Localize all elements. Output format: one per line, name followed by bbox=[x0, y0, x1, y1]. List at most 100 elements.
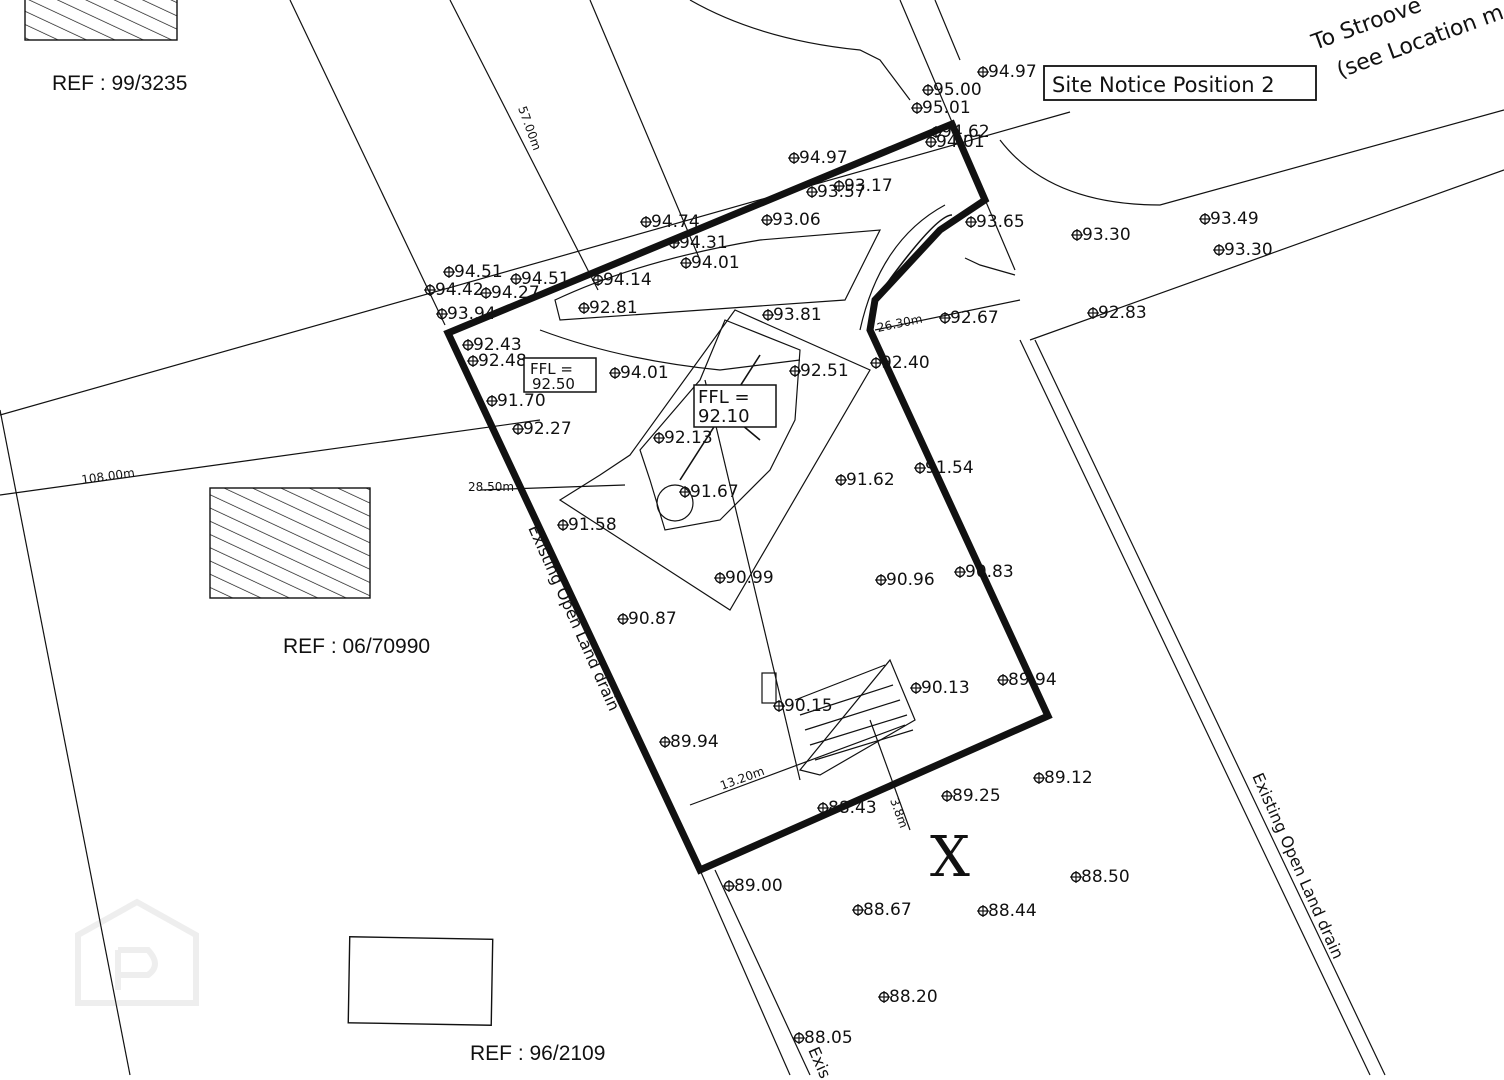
spot-level-2: 95.01 bbox=[911, 98, 971, 118]
spot-level-48: 88.43 bbox=[817, 798, 877, 818]
spot-level-36: 91.54 bbox=[914, 458, 974, 478]
spot-level-32: 92.27 bbox=[512, 419, 572, 439]
spot-level-label: 88.44 bbox=[988, 901, 1037, 921]
spot-level-13: 94.42 bbox=[424, 280, 484, 300]
spot-level-25: 92.67 bbox=[939, 308, 999, 328]
spot-level-26: 92.43 bbox=[462, 335, 522, 355]
road-edges bbox=[0, 0, 1504, 496]
spot-level-label: 94.14 bbox=[603, 270, 652, 290]
spot-level-label: 95.01 bbox=[922, 98, 971, 118]
spot-level-44: 90.15 bbox=[773, 696, 833, 716]
dimension-108m: 108.00m bbox=[80, 466, 135, 487]
spot-level-label: 89.00 bbox=[734, 876, 783, 896]
spot-level-label: 93.65 bbox=[976, 212, 1025, 232]
spot-level-label: 94.51 bbox=[521, 269, 570, 289]
svg-text:FFL =: FFL = bbox=[530, 360, 573, 378]
dimension-57m: 57.00m bbox=[515, 104, 544, 152]
spot-level-39: 90.96 bbox=[875, 570, 935, 590]
spot-level-label: 93.57 bbox=[817, 182, 866, 202]
spot-level-30: 92.40 bbox=[870, 353, 930, 373]
spot-level-label: 88.67 bbox=[863, 900, 912, 920]
spot-level-label: 92.48 bbox=[478, 351, 527, 371]
spot-level-label: 90.15 bbox=[784, 696, 833, 716]
ref-label-2: REF : 06/70990 bbox=[283, 635, 430, 658]
spot-level-28: 94.01 bbox=[609, 363, 669, 383]
spot-level-37: 91.58 bbox=[557, 515, 617, 535]
spot-level-label: 94.01 bbox=[691, 253, 740, 273]
spot-level-7: 93.17 bbox=[833, 176, 893, 196]
ffl-label-main: FFL = 92.10 bbox=[693, 384, 777, 428]
spot-level-label: 93.81 bbox=[773, 305, 822, 325]
spot-level-label: 92.83 bbox=[1098, 303, 1147, 323]
spot-level-10: 94.31 bbox=[668, 233, 728, 253]
dimension-3m: 3.8m bbox=[887, 796, 911, 830]
spot-level-label: 93.94 bbox=[447, 304, 496, 324]
spot-level-label: 94.74 bbox=[651, 212, 700, 232]
spot-level-19: 93.81 bbox=[762, 305, 822, 325]
spot-level-label: 92.67 bbox=[950, 308, 999, 328]
spot-level-label: 93.17 bbox=[844, 176, 893, 196]
spot-level-29: 92.51 bbox=[789, 361, 849, 381]
spot-level-45: 89.94 bbox=[659, 732, 719, 752]
spot-level-label: 88.05 bbox=[804, 1028, 853, 1048]
spot-level-label: 92.40 bbox=[881, 353, 930, 373]
spot-level-15: 94.51 bbox=[510, 269, 570, 289]
spot-level-label: 88.20 bbox=[889, 987, 938, 1007]
spot-level-label: 94.62 bbox=[941, 122, 990, 142]
spot-level-11: 94.01 bbox=[680, 253, 740, 273]
spot-level-52: 88.50 bbox=[1070, 867, 1130, 887]
spot-level-49: 89.00 bbox=[723, 876, 783, 896]
spot-level-label: 90.13 bbox=[921, 678, 970, 698]
spot-level-label: 92.51 bbox=[800, 361, 849, 381]
watermark-logo-icon bbox=[75, 898, 199, 1006]
spot-level-42: 90.13 bbox=[910, 678, 970, 698]
spot-level-17: 93.94 bbox=[436, 304, 496, 324]
spot-level-label: 92.81 bbox=[589, 298, 638, 318]
spot-level-label: 91.67 bbox=[690, 482, 739, 502]
spot-level-label: 93.30 bbox=[1224, 240, 1273, 260]
spot-level-54: 88.05 bbox=[793, 1028, 853, 1048]
spot-level-label: 92.27 bbox=[523, 419, 572, 439]
site-notice-box: Site Notice Position 2 bbox=[1043, 65, 1317, 101]
spot-level-label: 89.94 bbox=[1008, 670, 1057, 690]
spot-level-8: 94.74 bbox=[640, 212, 700, 232]
spot-level-21: 93.30 bbox=[1071, 225, 1131, 245]
ref-label-1: REF : 99/3235 bbox=[52, 72, 187, 95]
neighbour-building-outline bbox=[347, 936, 494, 1026]
spot-level-14: 94.27 bbox=[480, 283, 540, 303]
spot-level-50: 88.67 bbox=[852, 900, 912, 920]
spot-level-16: 94.14 bbox=[592, 270, 652, 290]
drain-label-south: Exis bbox=[804, 1044, 835, 1080]
spot-level-40: 90.83 bbox=[954, 562, 1014, 582]
spot-level-label: 93.06 bbox=[772, 210, 821, 230]
ref-label-3: REF : 96/2109 bbox=[470, 1042, 605, 1065]
spot-level-47: 89.12 bbox=[1033, 768, 1093, 788]
spot-level-18: 92.81 bbox=[578, 298, 638, 318]
spot-level-12: 94.51 bbox=[443, 262, 503, 282]
site-internal-features bbox=[479, 204, 1021, 806]
spot-level-label: 91.62 bbox=[846, 470, 895, 490]
neighbour-building-hatched bbox=[209, 487, 371, 599]
spot-level-label: 90.96 bbox=[886, 570, 935, 590]
spot-level-label: 94.51 bbox=[454, 262, 503, 282]
site-boundary bbox=[443, 119, 1053, 875]
spot-level-23: 93.30 bbox=[1213, 240, 1273, 260]
spot-level-label: 91.58 bbox=[568, 515, 617, 535]
spot-level-51: 88.44 bbox=[977, 901, 1037, 921]
spot-level-43: 89.94 bbox=[997, 670, 1057, 690]
spot-level-label: 95.00 bbox=[933, 80, 982, 100]
spot-level-label: 94.97 bbox=[988, 62, 1037, 82]
spot-level-35: 91.62 bbox=[835, 470, 895, 490]
svg-text:Site Notice Position 2: Site Notice Position 2 bbox=[1052, 73, 1275, 97]
spot-level-6: 93.57 bbox=[806, 182, 866, 202]
neighbour-building-hatched-top bbox=[24, 0, 178, 41]
spot-level-label: 91.70 bbox=[497, 391, 546, 411]
spot-level-3: 94.62 bbox=[930, 122, 990, 142]
field-boundaries bbox=[0, 0, 1386, 1076]
spot-level-label: 88.43 bbox=[828, 798, 877, 818]
spot-level-label: 94.01 bbox=[936, 132, 985, 152]
spot-level-label: 90.87 bbox=[628, 609, 677, 629]
spot-level-33: 92.13 bbox=[653, 428, 713, 448]
